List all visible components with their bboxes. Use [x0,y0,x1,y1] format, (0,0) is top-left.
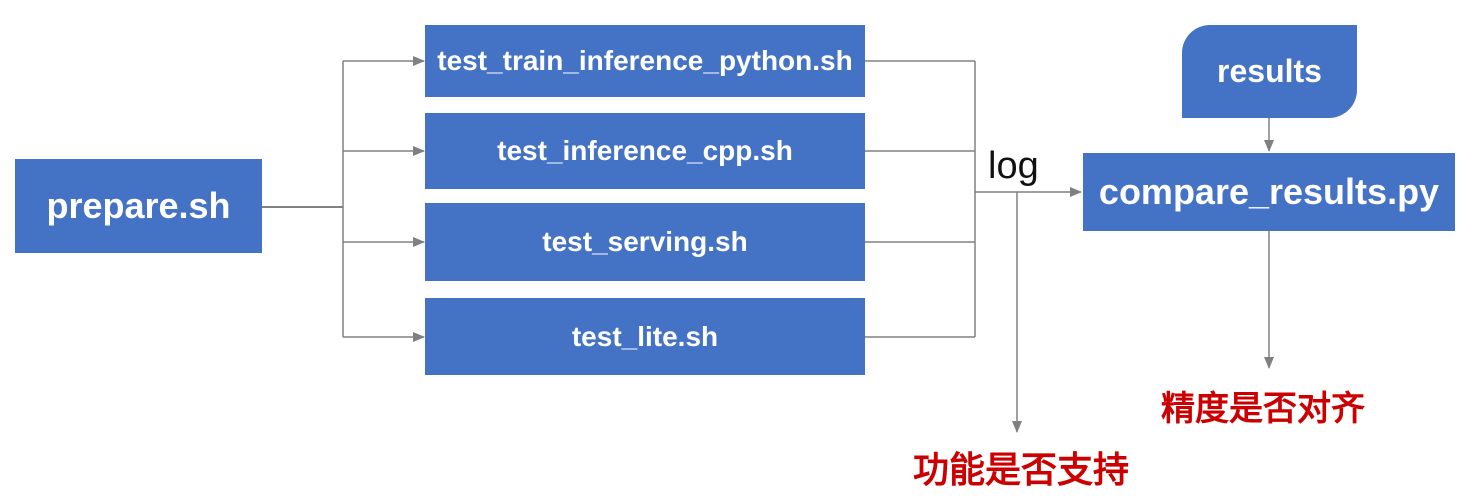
node-test-train-inference-python-sh: test_train_inference_python.sh [425,25,865,97]
node-compare-results-py: compare_results.py [1083,153,1455,231]
precision-aligned-label: 精度是否对齐 [1161,390,1365,428]
node-test-serving-sh: test_serving.sh [425,203,865,281]
function-support-label: 功能是否支持 [913,449,1130,490]
node-test-lite-sh: test_lite.sh [425,298,865,375]
node-results: results [1182,25,1357,118]
node-prepare-sh: prepare.sh [15,159,262,253]
log-label: log [988,145,1039,187]
node-test-inference-cpp-sh: test_inference_cpp.sh [425,113,865,189]
